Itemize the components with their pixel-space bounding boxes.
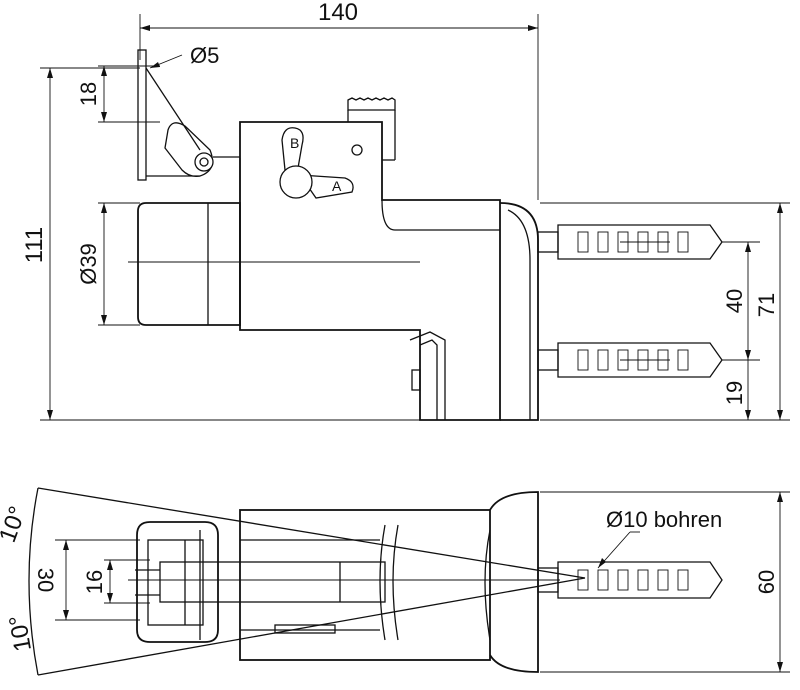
dim-40-label: 40 <box>722 289 747 313</box>
angle-bottom-label: 10° <box>4 613 37 653</box>
wall-plug-upper <box>537 224 723 260</box>
dimension-111: 111 <box>21 67 420 421</box>
cylinder-body <box>128 202 420 326</box>
dimension-16: 16 <box>82 559 150 604</box>
swivel-cone: 10° 10° <box>0 487 586 676</box>
dim-60-label: 60 <box>754 570 779 594</box>
dimension-diameter-39: Ø39 <box>76 202 140 326</box>
dim-18-label: 18 <box>76 82 101 106</box>
lever-arm <box>145 67 240 178</box>
side-view: 10° 10° 30 16 <box>0 487 790 676</box>
lever-label-b: B <box>290 135 299 151</box>
dimension-hole-diameter: Ø5 <box>149 43 219 69</box>
dimension-plug-spacing: 40 71 19 <box>540 202 790 421</box>
dimension-30: 30 <box>33 539 140 621</box>
main-housing <box>239 97 501 421</box>
wall-plug-lower <box>537 342 723 378</box>
dim-140-label: 140 <box>318 0 358 26</box>
drill-note-label: Ø10 bohren <box>606 507 722 532</box>
wall-plug-side <box>537 561 723 599</box>
angle-top-label: 10° <box>0 503 32 546</box>
dim-111-label: 111 <box>21 227 48 263</box>
dim-39-label: Ø39 <box>76 243 101 285</box>
dimension-18: 18 <box>76 65 160 123</box>
dimension-60: 60 <box>540 491 790 673</box>
dim-71-label: 71 <box>754 293 779 317</box>
mounting-plate <box>137 49 147 181</box>
drill-note: Ø10 bohren <box>597 507 722 569</box>
dimension-140: 140 <box>139 0 539 200</box>
front-flange <box>484 491 539 673</box>
mode-selector: B A <box>279 127 354 199</box>
top-view: 140 111 18 Ø5 <box>21 0 790 421</box>
dim-19-label: 19 <box>722 381 747 405</box>
lever-label-a: A <box>332 178 342 194</box>
dim-16-label: 16 <box>82 570 107 594</box>
dim-hole-label: Ø5 <box>190 43 219 68</box>
housing-side <box>128 509 560 661</box>
dim-30-label: 30 <box>33 568 58 592</box>
front-cap <box>499 202 539 421</box>
clamp-body <box>135 521 386 643</box>
lower-block <box>409 331 446 420</box>
